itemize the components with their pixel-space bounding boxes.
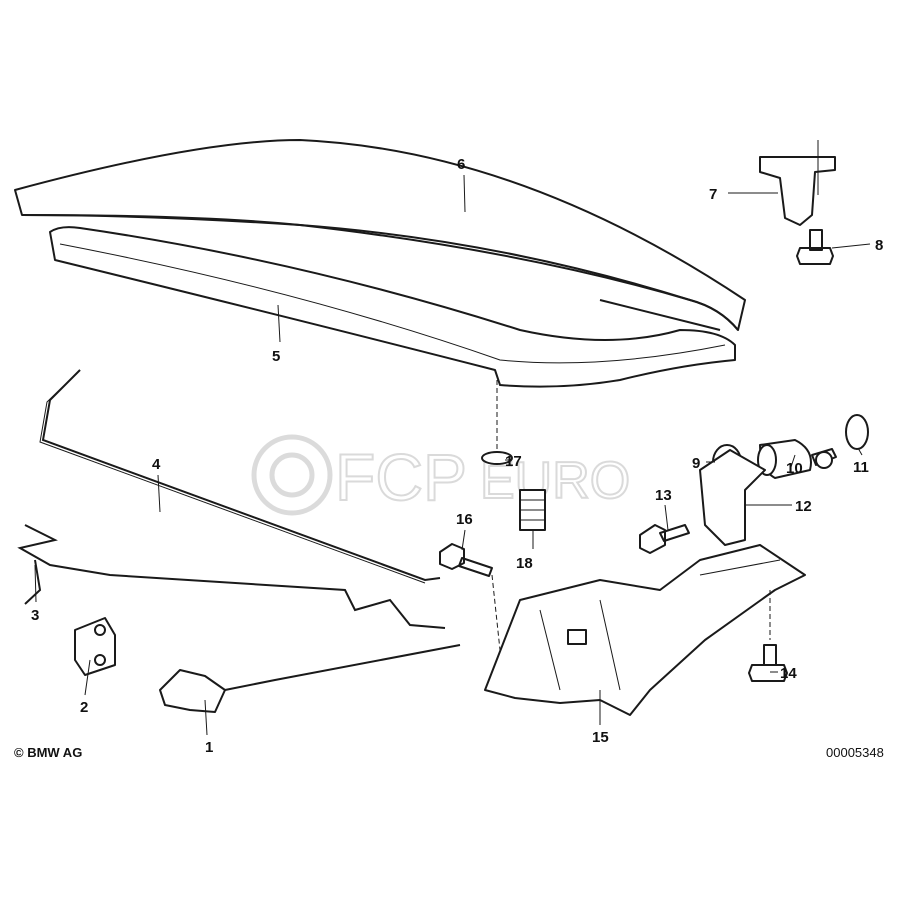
callout-13: 13	[655, 487, 672, 504]
bolt-16	[439, 543, 493, 577]
torsion-bar	[17, 524, 461, 691]
callout-labels: 1 2 3 4 5 6 7 8 9 10 11 12 13 14 15 16 1…	[31, 156, 883, 756]
copyright: © BMW AG	[14, 745, 82, 760]
leader-lines	[34, 174, 871, 736]
callout-10: 10	[786, 460, 803, 477]
callout-11: 11	[853, 459, 869, 476]
callout-2: 2	[80, 699, 88, 716]
svg-text:FCP: FCP	[335, 440, 467, 514]
grommet	[481, 451, 513, 465]
lock-bracket	[699, 449, 766, 546]
callout-6: 6	[457, 156, 465, 173]
ring-gasket	[845, 414, 869, 450]
diagram-number: 00005348	[826, 745, 884, 760]
callout-1: 1	[205, 739, 213, 756]
bolt-13	[639, 524, 690, 554]
callout-5: 5	[272, 348, 280, 365]
callout-9: 9	[692, 455, 700, 472]
callout-7: 7	[709, 186, 717, 203]
hinge-latch	[484, 544, 806, 716]
lid-seal	[49, 226, 736, 388]
callout-4: 4	[152, 456, 161, 473]
callout-17: 17	[505, 453, 522, 470]
hinge-bracket	[759, 156, 836, 226]
watermark: FCP EURO	[251, 434, 631, 516]
callout-16: 16	[456, 511, 473, 528]
retaining-clip	[159, 669, 226, 713]
callout-8: 8	[875, 237, 883, 254]
callout-15: 15	[592, 729, 609, 746]
callout-3: 3	[31, 607, 39, 624]
bolt-8	[796, 229, 834, 265]
callout-14: 14	[780, 665, 797, 682]
rod-clip	[74, 617, 116, 676]
callout-12: 12	[795, 498, 812, 515]
callout-18: 18	[516, 555, 533, 572]
